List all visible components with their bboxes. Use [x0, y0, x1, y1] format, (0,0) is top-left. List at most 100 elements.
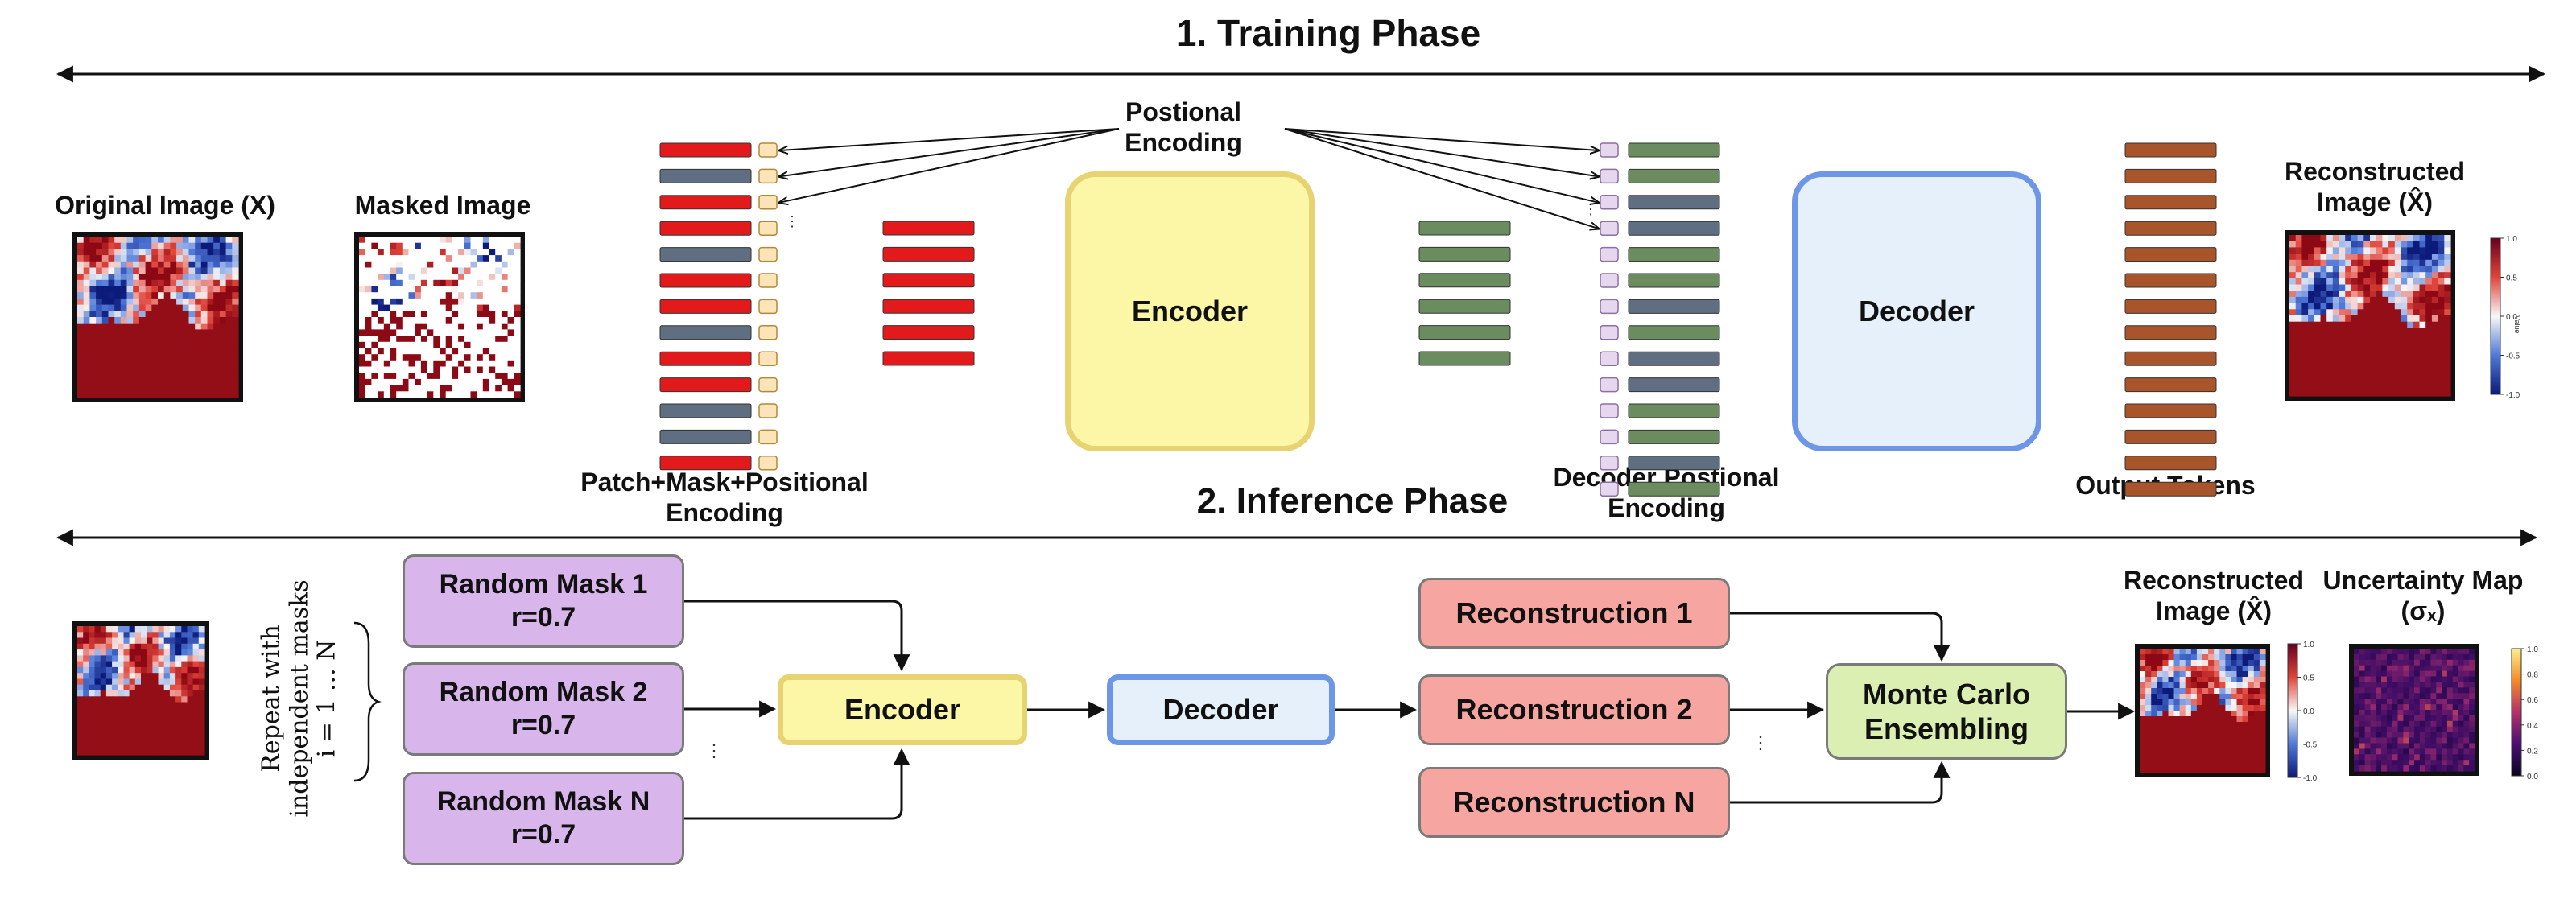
- image-pixel: [2354, 665, 2360, 672]
- image-pixel: [359, 267, 366, 274]
- image-pixel: [402, 267, 410, 274]
- image-pixel: [219, 378, 227, 386]
- image-pixel: [152, 690, 159, 697]
- image-pixel: [2446, 653, 2454, 661]
- image-pixel: [114, 304, 122, 311]
- image-pixel: [2442, 710, 2448, 716]
- image-pixel: [2339, 365, 2346, 372]
- image-pixel: [2236, 649, 2244, 655]
- image-pixel: [470, 336, 477, 343]
- image-pixel: [89, 304, 97, 311]
- image-pixel: [2320, 296, 2327, 304]
- image-pixel: [390, 317, 397, 324]
- image-pixel: [175, 731, 182, 738]
- image-pixel: [141, 643, 147, 650]
- image-pixel: [2397, 665, 2404, 672]
- image-pixel: [415, 242, 422, 249]
- image-pixel: [2382, 321, 2389, 328]
- image-pixel: [2225, 694, 2232, 700]
- image-pixel: [2242, 761, 2249, 768]
- image-pixel: [2145, 649, 2152, 655]
- image-pixel: [2394, 346, 2402, 353]
- image-pixel: [2354, 653, 2360, 661]
- image-pixel: [2407, 254, 2414, 261]
- image-pixel: [2314, 235, 2322, 242]
- image-pixel: [2376, 272, 2383, 279]
- image-pixel: [118, 707, 125, 715]
- image-pixel: [378, 242, 385, 249]
- image-pixel: [365, 292, 372, 299]
- patch-token: [659, 351, 752, 366]
- image-pixel: [114, 336, 122, 343]
- image-pixel: [2370, 346, 2377, 353]
- image-pixel: [2320, 247, 2327, 254]
- image-pixel: [464, 373, 472, 380]
- image-pixel: [2219, 711, 2226, 717]
- image-pixel: [2145, 666, 2152, 672]
- image-pixel: [2463, 699, 2470, 705]
- image-pixel: [2196, 711, 2203, 717]
- image-pixel: [514, 255, 521, 262]
- image-pixel: [390, 378, 397, 386]
- image-pixel: [89, 696, 96, 703]
- image-pixel: [477, 366, 484, 373]
- image-pixel: [2202, 666, 2209, 672]
- image-pixel: [120, 311, 128, 318]
- image-pixel: [100, 748, 107, 756]
- image-pixel: [2301, 247, 2309, 254]
- image-pixel: [129, 702, 136, 709]
- image-pixel: [89, 286, 97, 293]
- image-pixel: [2376, 670, 2382, 678]
- image-pixel: [2357, 365, 2364, 372]
- image-pixel: [2174, 750, 2181, 756]
- image-pixel: [133, 317, 140, 324]
- image-pixel: [501, 311, 509, 318]
- image-pixel: [219, 298, 227, 306]
- image-pixel: [138, 323, 147, 330]
- image-pixel: [2409, 754, 2415, 761]
- image-pixel: [371, 237, 378, 244]
- image-pixel: [2332, 328, 2340, 335]
- image-pixel: [402, 286, 410, 293]
- image-pixel: [2436, 687, 2442, 694]
- image-pixel: [158, 684, 165, 691]
- image-pixel: [2370, 334, 2377, 341]
- image-pixel: [2295, 365, 2302, 372]
- image-pixel: [182, 286, 190, 293]
- image-pixel: [2394, 241, 2402, 248]
- image-pixel: [2289, 284, 2297, 291]
- image-pixel: [232, 385, 239, 392]
- patch-token: [659, 195, 752, 210]
- image-pixel: [2242, 728, 2249, 734]
- image-pixel: [2151, 654, 2157, 661]
- image-pixel: [151, 323, 159, 330]
- image-pixel: [2381, 715, 2388, 722]
- image-pixel: [2407, 296, 2414, 304]
- image-pixel: [2469, 704, 2475, 711]
- image-pixel: [427, 385, 434, 392]
- image-pixel: [420, 360, 428, 368]
- image-pixel: [133, 274, 140, 281]
- decoder-input-token: [1628, 299, 1720, 314]
- image-pixel: [378, 366, 385, 373]
- image-pixel: [365, 341, 372, 349]
- image-pixel: [138, 348, 147, 355]
- image-pixel: [2359, 720, 2366, 728]
- image-pixel: [477, 323, 484, 330]
- image-pixel: [163, 719, 171, 727]
- image-pixel: [477, 237, 484, 244]
- image-pixel: [470, 274, 477, 281]
- image-pixel: [2403, 687, 2409, 694]
- image-pixel: [2397, 732, 2404, 739]
- image-pixel: [2354, 743, 2360, 749]
- image-pixel: [176, 323, 184, 330]
- image-pixel: [2414, 653, 2421, 661]
- image-pixel: [83, 649, 89, 656]
- image-pixel: [2381, 726, 2388, 733]
- image-pixel: [147, 748, 153, 756]
- image-pixel: [83, 286, 90, 293]
- image-pixel: [2351, 383, 2359, 390]
- image-pixel: [2382, 352, 2389, 360]
- image-pixel: [163, 643, 171, 650]
- image-pixel: [158, 649, 165, 656]
